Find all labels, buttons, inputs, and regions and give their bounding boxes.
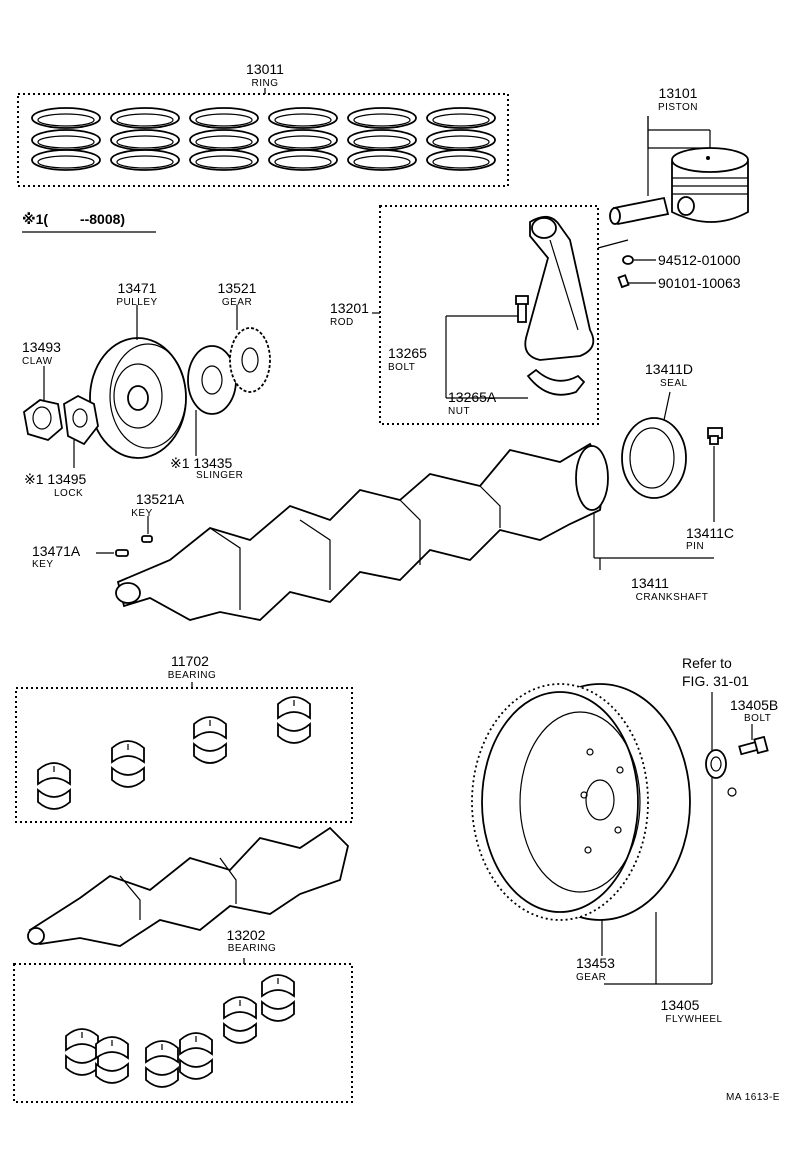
pulley-part [89,305,187,459]
callout-rod-bolt-number[interactable]: 13265 [388,345,427,361]
callout-lock-number[interactable]: ※1 13495 [24,471,87,487]
bearing-shell [37,762,71,810]
callout-key-b-name: KEY [32,559,54,570]
oil-seal-part [621,391,687,499]
callout-crankshaft-number[interactable]: 13411 [631,575,669,591]
crankshaft-reference [27,826,349,947]
bearing-shell [261,974,295,1022]
callout-slinger-name: SLINGER [196,470,243,481]
small-bolts [617,255,656,289]
bearing-shell [95,1036,129,1084]
callout-rod-name: ROD [330,317,354,328]
callout-ring-gear-number[interactable]: 13453 [576,955,615,971]
callout-ring-name: RING [252,78,279,89]
callout-rod-bolt-name: BOLT [388,362,415,373]
callout-rod-number[interactable]: 13201 [330,300,369,316]
refer-line-2[interactable]: FIG. 31-01 [682,673,749,689]
piston-ring-group [110,107,180,171]
piston-ring-group [268,107,338,171]
callout-bearing-main-name: BEARING [168,670,217,681]
crankshaft-part [115,442,714,621]
callout-claw-name: CLAW [22,356,53,367]
bearing-shell [277,696,311,744]
slinger-part [187,345,237,456]
callout-claw-number[interactable]: 13493 [22,339,61,355]
bearing-shell [179,1032,213,1080]
lock-part [63,394,99,468]
bearing-shell [193,716,227,764]
piston-ring-group [347,107,417,171]
callout-seal-name: SEAL [660,378,688,389]
callout-piston-name: PISTON [658,102,698,113]
main-bearing-set [15,682,353,823]
crank-gear-part [229,305,271,393]
callout-rod-nut-number[interactable]: 13265A [448,389,497,405]
callout-lock-name: LOCK [54,488,83,499]
piston-ring-group [189,107,259,171]
rod-bearing-set [13,958,353,1103]
piston-part [609,116,749,226]
callout-flywheel-bolt-name: BOLT [744,713,771,724]
piston-ring-group [426,107,496,171]
flywheel-bolt-part [705,724,769,797]
bearing-shell [223,996,257,1044]
callout-flywheel-number[interactable]: 13405 [661,997,700,1013]
keys [96,516,153,557]
callout-bearing-rod-number[interactable]: 13202 [227,927,266,943]
bearing-shell [111,740,145,788]
callout-ring-number[interactable]: 13011 [246,61,284,77]
callout-flywheel-bolt-number[interactable]: 13405B [730,697,778,713]
callout-pin-number[interactable]: 13411C [686,525,734,541]
callout-pulley-number[interactable]: 13471 [118,280,157,296]
flywheel-part [471,683,713,985]
callout-crankshaft-name: CRANKSHAFT [636,592,709,603]
claw-part [23,366,63,442]
crank-pin-part [707,427,723,522]
refer-line-1: Refer to [682,655,732,671]
callout-key-b-number[interactable]: 13471A [32,543,81,559]
callout-pin-name: PIN [686,541,704,552]
connecting-rod-group [372,205,629,425]
bearing-shell [145,1040,179,1088]
callout-seal-number[interactable]: 13411D [645,361,693,377]
callout-piston-number[interactable]: 13101 [659,85,698,101]
ring-set [17,88,509,187]
bearing-shell [65,1028,99,1076]
callout-bolt-a-number[interactable]: 94512-01000 [658,252,741,268]
callout-key-a-number[interactable]: 13521A [136,491,185,507]
callout-flywheel-name: FLYWHEEL [665,1014,722,1025]
piston-ring-group [31,107,101,171]
callout-ring-gear-name: GEAR [576,972,606,983]
callout-gear-number[interactable]: 13521 [218,280,257,296]
note-text: ※1( --8008) [22,211,125,227]
callout-key-a-name: KEY [131,508,153,519]
callout-slinger-number[interactable]: ※1 13435 [170,455,233,471]
callout-bearing-main-number[interactable]: 11702 [171,653,209,669]
callout-pulley-name: PULLEY [116,297,157,308]
figure-code: MA 1613-E [726,1092,780,1103]
callout-rod-nut-name: NUT [448,406,470,417]
callout-bolt-b-number[interactable]: 90101-10063 [658,275,741,291]
callout-bearing-rod-name: BEARING [228,943,277,954]
callout-gear-name: GEAR [222,297,252,308]
